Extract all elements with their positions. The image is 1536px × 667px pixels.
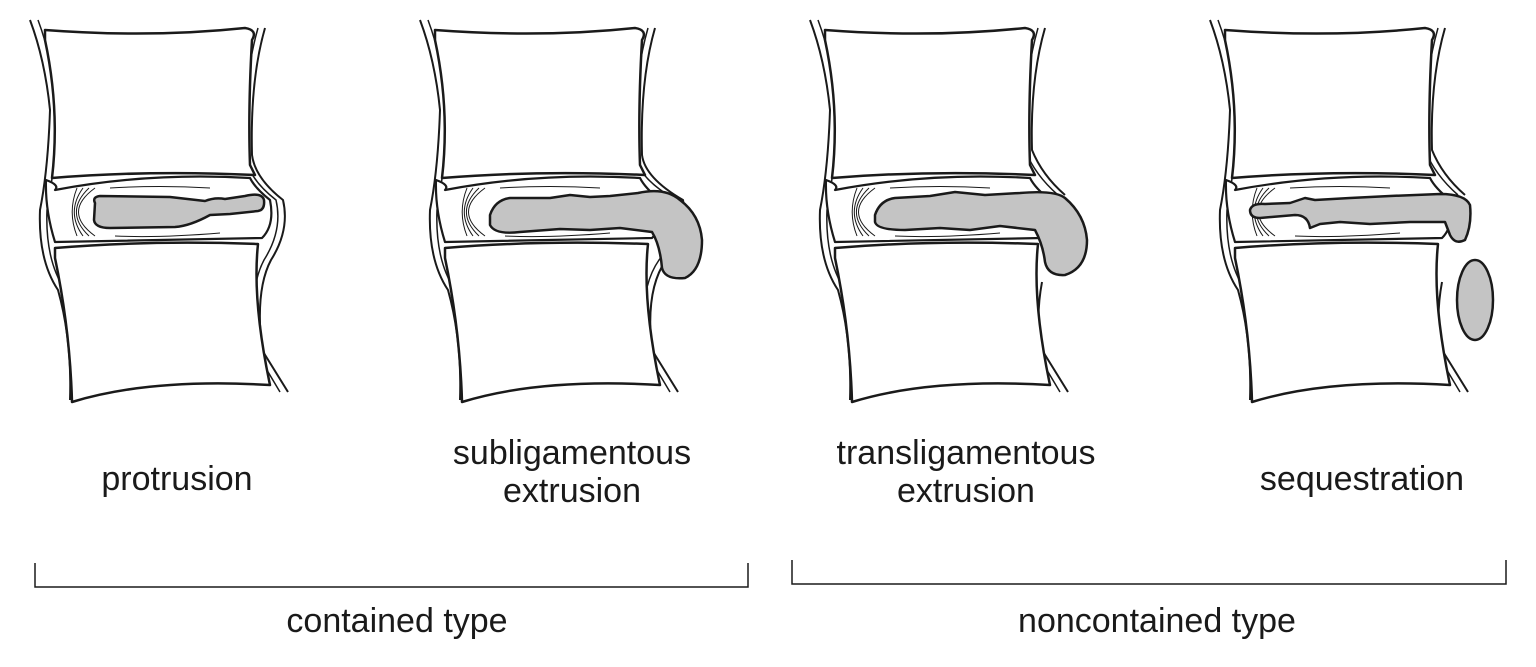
panel-3 [809, 19, 1089, 404]
nucleus-pulposus [488, 189, 704, 280]
annulus-line [894, 232, 1001, 238]
posterior-ligament-line [250, 27, 289, 393]
upper-vertebral-body [1223, 26, 1437, 180]
label-protrusion: protrusion [101, 460, 252, 498]
annulus-line [73, 187, 84, 237]
posterior-ligament-line [640, 27, 686, 393]
group-label-contained: contained type [286, 602, 508, 640]
lower-vertebral-body [53, 241, 272, 404]
upper-vertebral-body [823, 26, 1037, 180]
label-line-1: transligamentous [836, 434, 1096, 472]
label-text: sequestration [1259, 460, 1465, 498]
annulus-line [851, 187, 858, 237]
label-line-1: subligamentous [452, 434, 692, 472]
lower-vertebral-body [443, 241, 662, 404]
annulus-line [504, 232, 611, 238]
panel-1 [29, 19, 289, 404]
upper-vertebral-body [433, 26, 647, 180]
lower-vertebral-body [833, 241, 1052, 404]
panel-4 [1209, 19, 1495, 404]
label-line-2: extrusion [897, 472, 1035, 510]
annulus-line [465, 187, 480, 237]
nucleus-pulposus [92, 193, 266, 230]
annulus-line [1294, 232, 1401, 238]
group-label-noncontained: noncontained type [1018, 602, 1296, 640]
annulus-line [109, 186, 211, 189]
nucleus-pulposus [1248, 192, 1472, 243]
annulus-line [499, 186, 601, 189]
label-sequestration: sequestration [1260, 460, 1464, 498]
panel-2 [419, 19, 704, 404]
bracket-noncontained [791, 560, 1507, 585]
annulus-line [855, 187, 870, 237]
nucleus-pulposus [873, 190, 1089, 277]
annulus-line [858, 187, 876, 237]
annulus-line [78, 187, 96, 237]
annulus-line [853, 187, 864, 237]
lower-vertebral-body [1233, 241, 1452, 404]
posterior-ligament-upper [1430, 27, 1466, 196]
annulus-line [75, 187, 90, 237]
label-line-2: extrusion [503, 472, 641, 510]
sequestered-fragment [1455, 258, 1495, 342]
annulus-line [461, 187, 468, 237]
annulus-line [1289, 186, 1391, 189]
annulus-line [114, 232, 221, 238]
annulus-line [71, 187, 78, 237]
annulus-line [889, 186, 991, 189]
upper-vertebral-body [43, 26, 257, 180]
annulus-line [468, 187, 486, 237]
label-text: protrusion [101, 460, 253, 498]
annulus-line [463, 187, 474, 237]
bracket-contained [34, 563, 749, 588]
posterior-ligament-upper [1030, 27, 1066, 196]
